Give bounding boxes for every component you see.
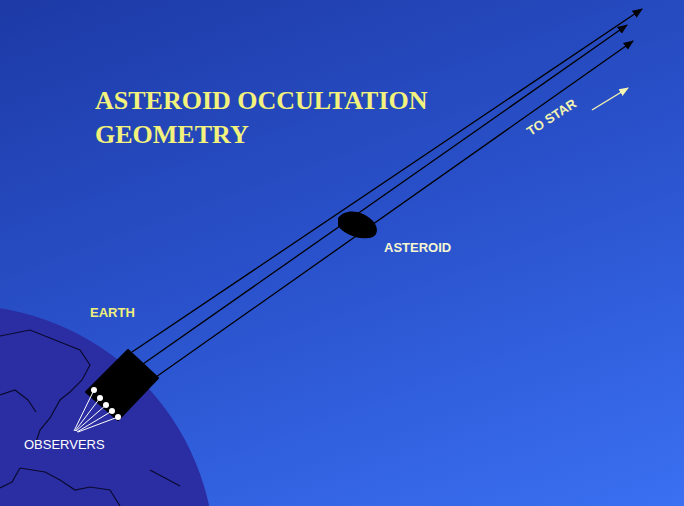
- asteroid-label: ASTEROID: [384, 240, 451, 255]
- to-star-label: TO STAR: [524, 96, 579, 139]
- star-rays: [132, 9, 642, 377]
- earth-disc: [0, 305, 215, 506]
- observers-label: OBSERVERS: [24, 437, 105, 452]
- diagram-title: ASTEROID OCCULTATION GEOMETRY: [95, 84, 475, 152]
- to-star-arrow: [592, 88, 628, 110]
- observer-leaders: [74, 390, 118, 432]
- earth-label: EARTH: [90, 305, 135, 320]
- asteroid-body: [338, 211, 377, 238]
- observer-dots: [91, 387, 121, 420]
